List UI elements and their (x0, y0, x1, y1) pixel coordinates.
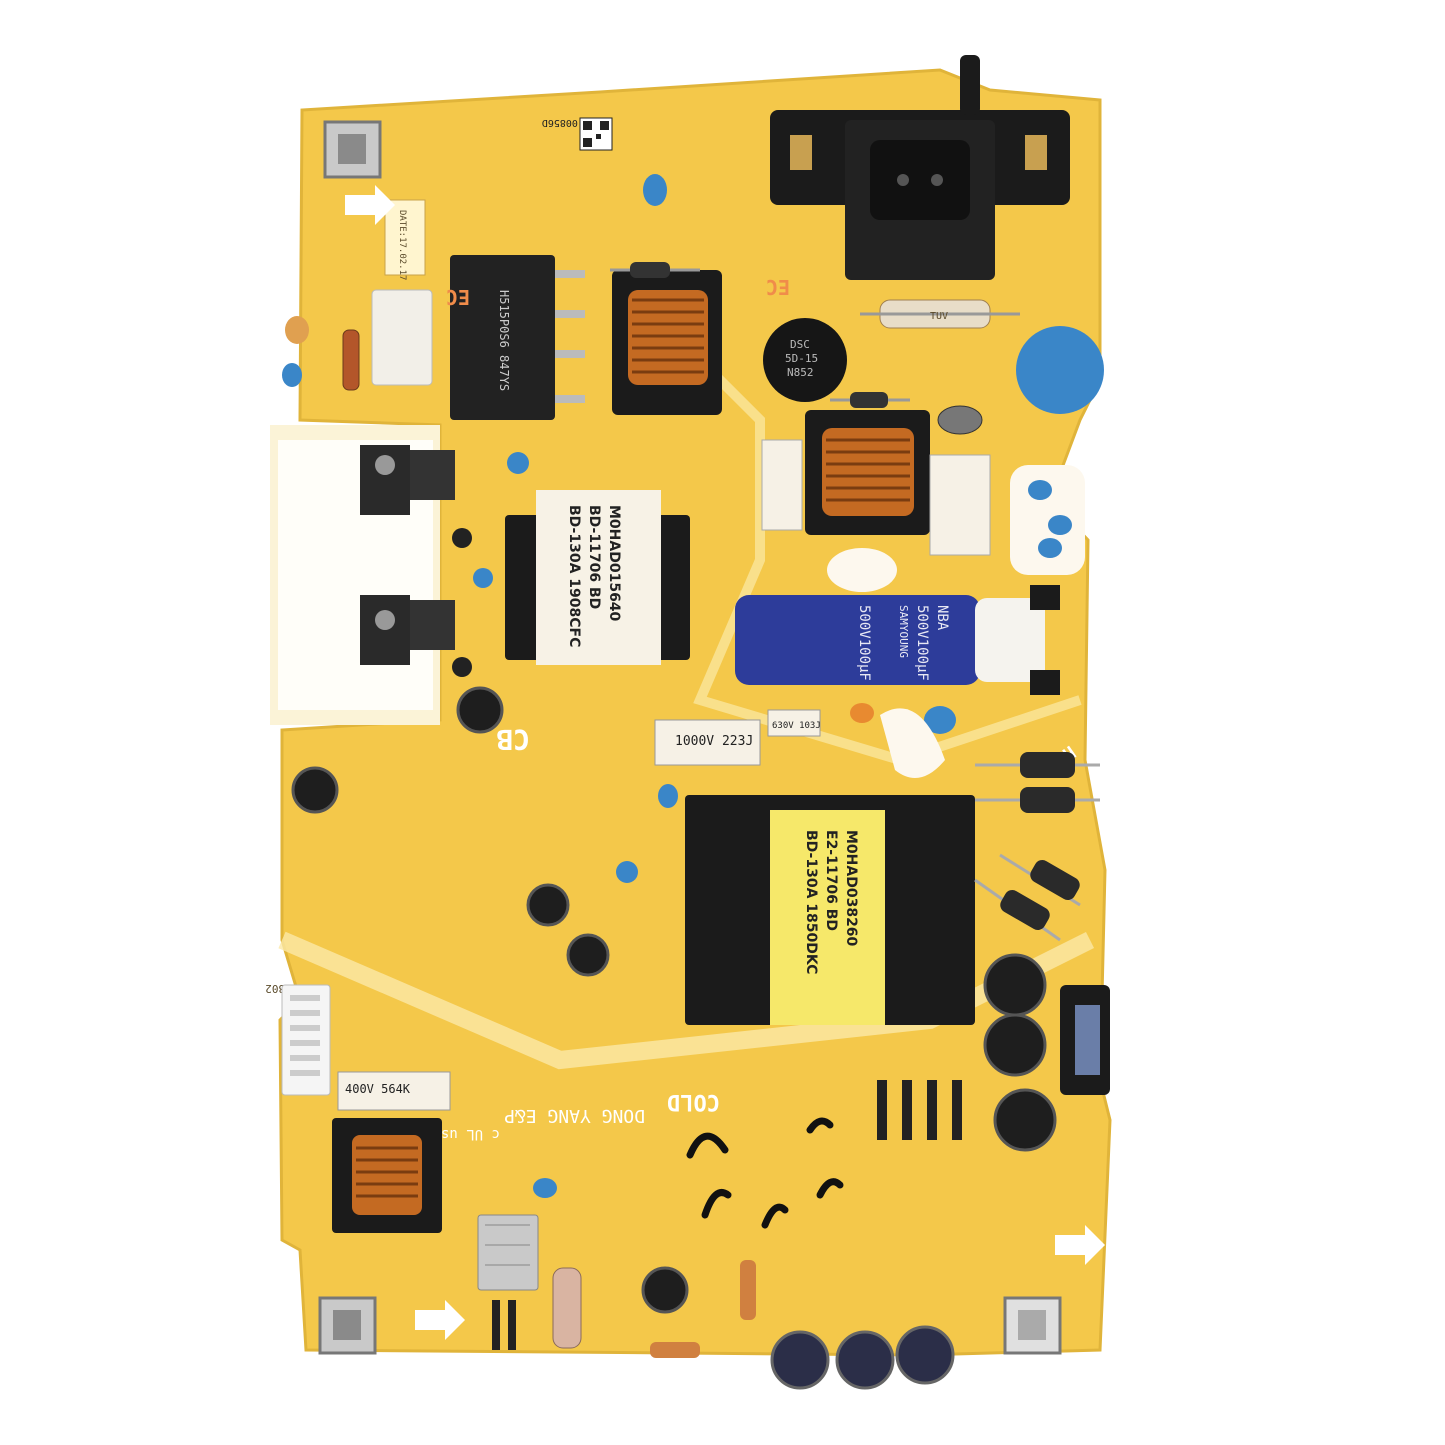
y-capacitor (1016, 326, 1104, 414)
marker-ink-marks (686, 1117, 844, 1229)
mosfet-heatsink-2 (360, 595, 455, 665)
arrow-marking (415, 1300, 465, 1340)
bulk-electrolytic-capacitor: NBA 500V100μF SAMYOUNG 500V100μF (735, 595, 1045, 685)
resistor (740, 1260, 756, 1320)
electrolytic-capacitor (456, 686, 504, 734)
arrow-marking (1055, 1225, 1105, 1265)
film-capacitor: 400V 564K (337, 1071, 451, 1111)
transformer1-label-3: BD-130A 1908CFC (566, 505, 582, 647)
glue-blob (880, 708, 945, 778)
bulk-cap-brand: SAMYOUNG (897, 605, 910, 658)
regulator-heatsink (477, 1214, 539, 1291)
bottom-output-capacitors (770, 1325, 955, 1390)
film-capacitor: 630V 103J (767, 709, 821, 737)
small-diodes (492, 1080, 962, 1350)
silk-ul-label: c UL us (441, 1126, 500, 1142)
led-connector (281, 984, 331, 1096)
bulk-cap-rating-repeat: 500V100μF (856, 605, 872, 681)
bridge-label: H515P0S6 847YS (497, 290, 511, 391)
ceramic-capacitor (616, 861, 638, 883)
diode (830, 392, 910, 408)
film-cap1-label: 1000V 223J (675, 734, 753, 749)
ceramic-capacitor (507, 452, 529, 474)
silk-cb-label: CB (496, 723, 530, 756)
silk-manufacturer-label: DONG YANG E&P (504, 1105, 645, 1126)
silk-ec-label: EC (766, 275, 790, 299)
common-mode-choke (805, 410, 930, 535)
revision-date-text: DATE:17.02.17 (397, 210, 407, 280)
ceramic-capacitor (924, 706, 956, 734)
qr-code (579, 117, 613, 151)
resistor (342, 329, 360, 391)
common-mode-choke (612, 270, 722, 415)
transformer2-label-1: M0HAD038260 (843, 830, 859, 947)
ceramic-capacitor (285, 316, 309, 344)
film-capacitor-box (371, 289, 433, 386)
transistor (452, 657, 472, 677)
llc-transformer: M0HAD038260 E2-11706 BD BD-130A 1850DKC (685, 795, 975, 1025)
arrow-marking (345, 185, 395, 225)
silk-cold-label: COLD (667, 1089, 720, 1114)
pfc-transformer: M0HAD015640 BD-11706 BD BD-130A 1908CFC (505, 490, 690, 665)
x-capacitor-box (761, 439, 803, 531)
electrolytic-capacitor (641, 1266, 689, 1314)
ceramic-capacitor (282, 363, 302, 387)
silk-ec-label-2: EC (446, 285, 470, 309)
bridge-rectifier: H515P0S6 847YS (450, 255, 585, 420)
ntc-label-1: DSC (790, 338, 810, 351)
film-cap3-label: 630V 103J (772, 721, 821, 731)
electrolytic-capacitor (566, 933, 610, 977)
rectifier-diode-array (974, 752, 1100, 942)
transistor (452, 528, 472, 548)
mounting-clip (323, 120, 382, 179)
electrolytic-capacitor (291, 766, 339, 814)
output-capacitors (983, 953, 1110, 1152)
bulk-cap-rating: 500V100μF (914, 605, 930, 681)
part-number-label: BN44-00856D (542, 117, 608, 128)
transformer1-label-1: M0HAD015640 (606, 505, 622, 622)
film-capacitor: 1000V 223J (654, 719, 761, 766)
mounting-clip (1003, 1296, 1062, 1355)
transformer1-label-2: BD-11706 BD (586, 505, 602, 609)
ac-inlet-connector (770, 55, 1070, 280)
glue-blob (827, 548, 897, 592)
mosfet-heatsink-1 (360, 445, 455, 515)
film-cap2-label: 400V 564K (345, 1082, 411, 1096)
ceramic-capacitor (658, 784, 678, 808)
x-capacitor-box (929, 454, 991, 556)
transformer2-label-3: BD-130A 1850DKC (803, 830, 819, 974)
ceramic-capacitor (473, 568, 493, 588)
ceramic-capacitor (533, 1178, 557, 1198)
revision-label: DATE:17.02.17 (384, 199, 426, 280)
toroid-inductor (937, 405, 983, 435)
fuse: TUV (860, 299, 1020, 329)
ntc-label-2: 5D-15 (785, 352, 818, 365)
electrolytic-capacitor (526, 883, 570, 927)
ceramic-capacitor (850, 703, 874, 723)
ntc-thermistor: DSC 5D-15 N852 (763, 318, 847, 402)
standby-transformer (332, 1118, 442, 1233)
diode (610, 262, 700, 278)
ceramic-capacitor-cluster (1010, 465, 1085, 575)
transformer2-label-2: E2-11706 BD (823, 830, 839, 931)
y-capacitor-small (643, 174, 667, 206)
bulk-cap-clamp (1030, 670, 1060, 695)
resistor (650, 1342, 700, 1358)
ntc-label-3: N852 (787, 366, 814, 379)
mounting-clip (318, 1296, 377, 1355)
power-resistor (552, 1267, 582, 1349)
bulk-cap-clamp (1030, 585, 1060, 610)
fuse-label: TUV (930, 311, 948, 322)
bulk-cap-series: NBA (934, 605, 950, 631)
